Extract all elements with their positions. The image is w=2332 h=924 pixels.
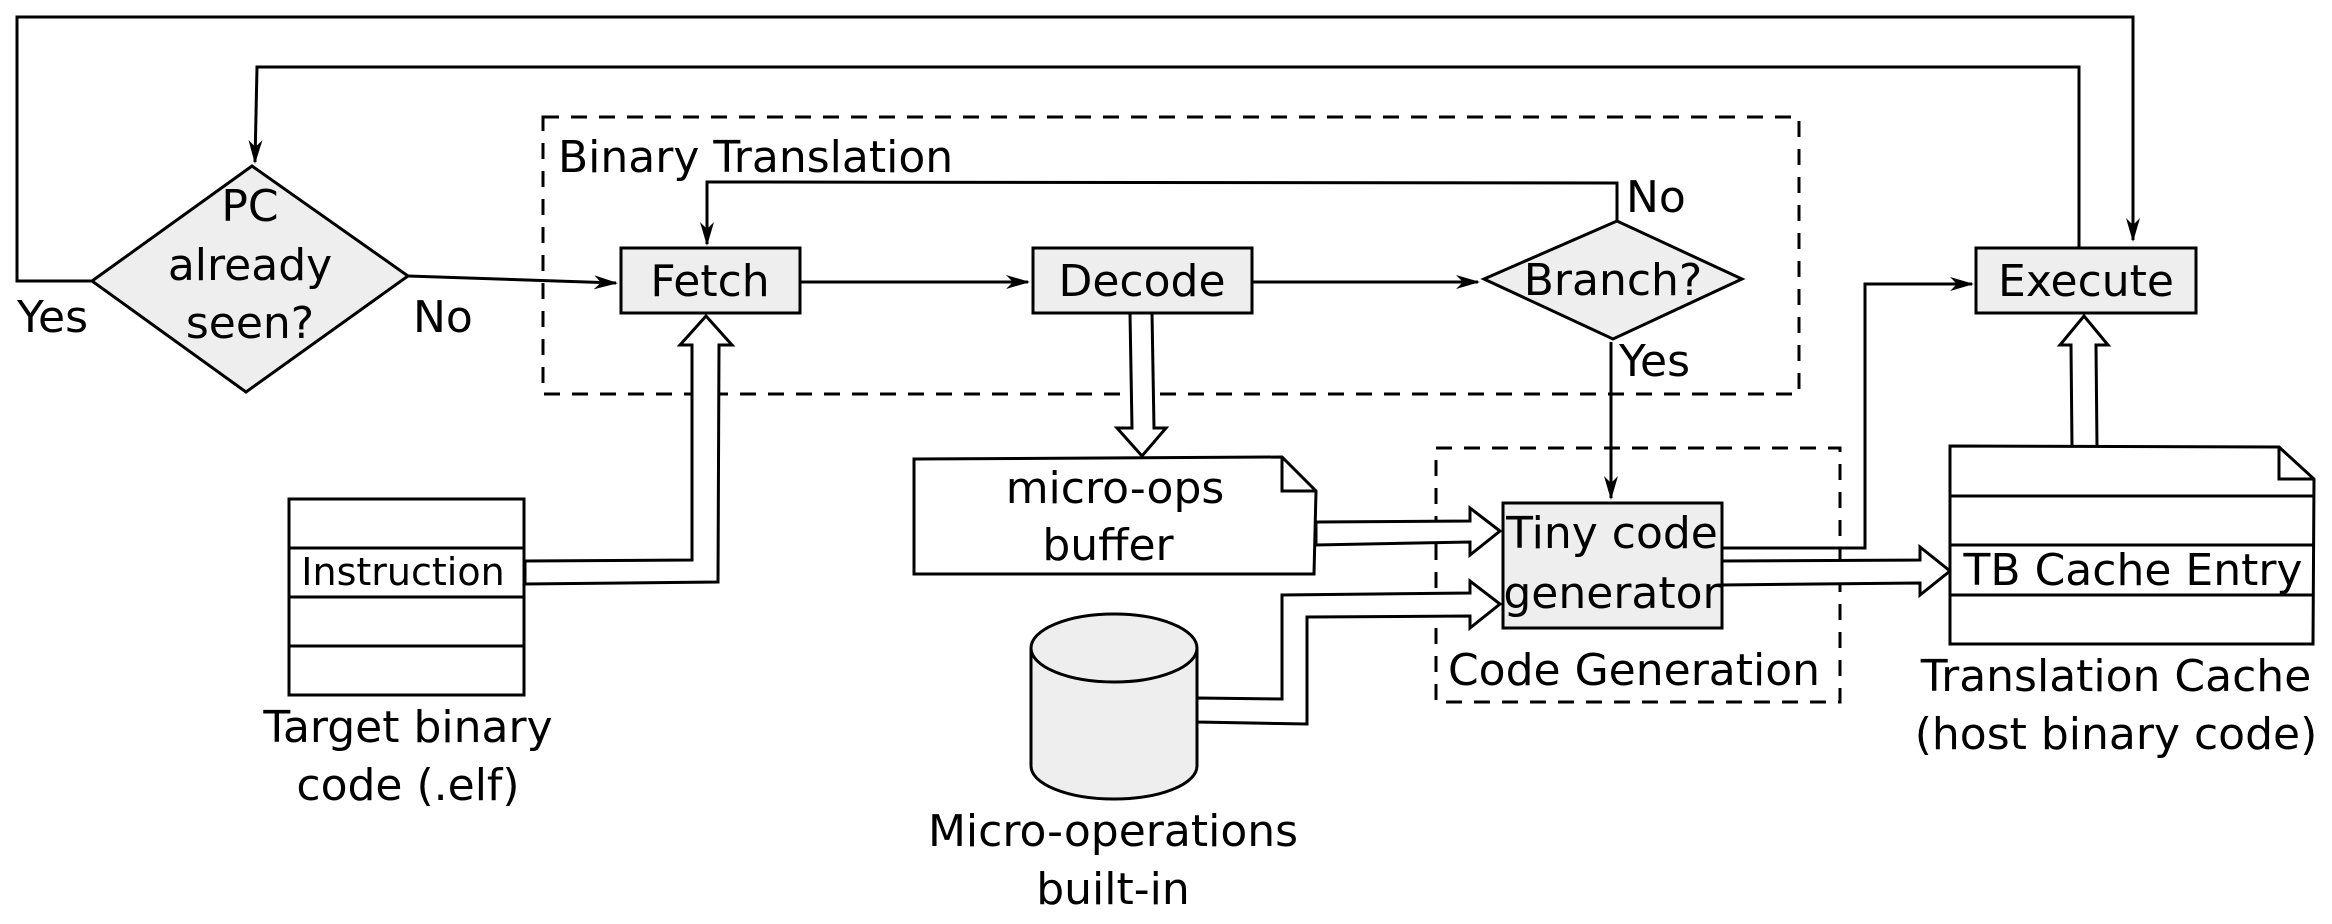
pc-yes-label: Yes — [16, 292, 88, 343]
pc-no-to-fetch-edge — [407, 274, 618, 290]
pc-yes-to-execute-edge — [15, 15, 2140, 283]
cache-fold-corner — [2277, 447, 2314, 481]
tiny-code-generator-box — [1501, 501, 1724, 630]
instruction-label: Instruction — [301, 550, 504, 594]
decode-label: Decode — [1058, 256, 1225, 307]
tb-cache-entry-label: TB Cache Entry — [1963, 545, 2303, 596]
micro-ops-buffer-shape — [912, 455, 1318, 576]
translation-cache-caption-2: (host binary code) — [1915, 709, 2318, 760]
pc-seen-line-3: seen? — [186, 298, 314, 349]
branch-yes-label: Yes — [1618, 336, 1690, 387]
tcg-to-cache-arrow — [1720, 543, 1953, 599]
pc-no-label: No — [413, 292, 473, 343]
buffer-to-tcg-arrow — [1314, 504, 1503, 559]
builtin-to-tcg-arrow — [1195, 577, 1503, 726]
fetch-label: Fetch — [650, 256, 769, 307]
builtin-caption-2: built-in — [1036, 864, 1190, 915]
micro-ops-line-1: micro-ops — [1006, 463, 1225, 514]
builtin-caption-1: Micro-operations — [928, 806, 1298, 857]
cache-to-execute-arrow — [2056, 313, 2112, 449]
code-generation-label: Code Generation — [1448, 645, 1820, 696]
branch-no-label: No — [1626, 172, 1686, 223]
micro-operations-database — [1029, 648, 1199, 801]
execute-label: Execute — [1998, 256, 2174, 307]
branch-decision — [1480, 219, 1746, 341]
tcg-to-execute-edge — [1722, 277, 1974, 550]
code-generation-region — [1434, 446, 1842, 704]
buffer-fold-corner — [1280, 457, 1316, 493]
tcg-line-1: Tiny code — [1505, 508, 1718, 559]
branch-no-to-fetch-edge — [700, 180, 1619, 246]
pc-already-seen-decision — [89, 164, 411, 394]
instruction-to-fetch-arrow — [523, 313, 736, 586]
execute-box — [1974, 246, 2198, 315]
decode-to-buffer-arrow — [1113, 311, 1170, 459]
translation-cache-caption-1: Translation Cache — [1920, 651, 2312, 702]
execute-to-pc-edge — [248, 65, 2081, 248]
pc-seen-line-2: already — [168, 240, 332, 291]
binary-translation-region — [541, 115, 1801, 396]
decode-box — [1031, 246, 1254, 315]
pc-seen-line-1: PC — [221, 181, 278, 232]
target-binary-caption-2: code (.elf) — [296, 760, 519, 811]
micro-ops-line-2: buffer — [1042, 520, 1174, 571]
database-top — [1029, 612, 1199, 684]
target-binary-caption-1: Target binary — [262, 702, 552, 753]
tcg-line-2: generator — [1503, 568, 1721, 619]
binary-translation-label: Binary Translation — [558, 132, 953, 183]
fetch-box — [619, 246, 802, 315]
branch-label: Branch? — [1524, 255, 1703, 306]
